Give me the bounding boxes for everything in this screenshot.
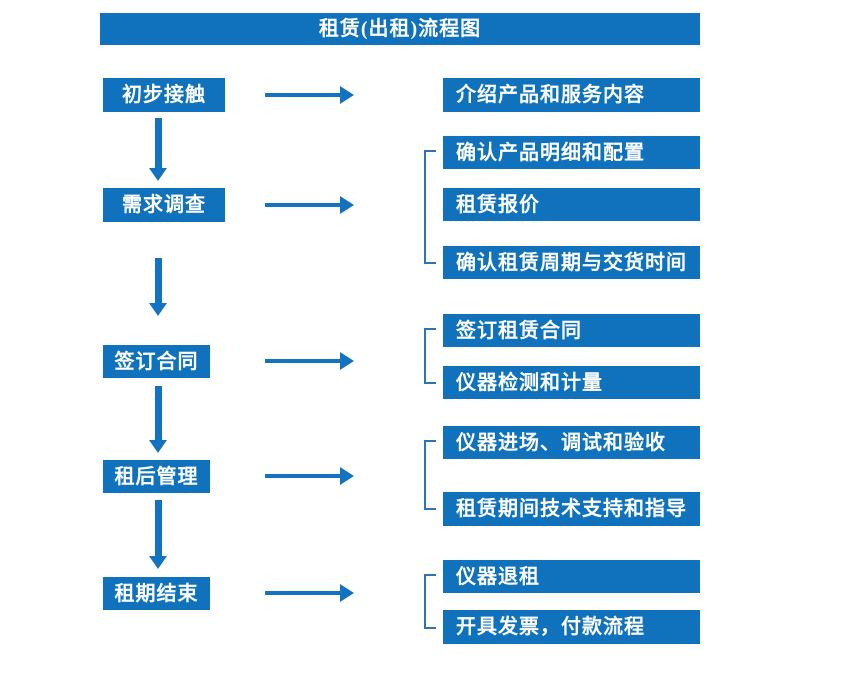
step-demand-survey: 需求调查 (103, 188, 225, 222)
down-arrow-icon (149, 500, 167, 569)
right-arrow-icon (265, 86, 354, 104)
detail-box: 租赁报价 (443, 188, 700, 221)
flowchart-title: 租赁(出租)流程图 (100, 13, 700, 45)
step-sign-contract: 签订合同 (103, 345, 210, 378)
bracket-connector (424, 328, 436, 384)
detail-box: 介绍产品和服务内容 (443, 78, 700, 112)
right-arrow-icon (265, 584, 354, 602)
detail-box: 开具发票，付款流程 (443, 610, 700, 644)
step-post-rental-management: 租后管理 (103, 460, 210, 493)
detail-box: 仪器检测和计量 (443, 366, 700, 399)
right-arrow-icon (265, 352, 354, 370)
detail-box: 签订租赁合同 (443, 314, 700, 347)
detail-box: 租赁期间技术支持和指导 (443, 492, 700, 526)
bracket-connector (424, 440, 436, 510)
step-rental-end: 租期结束 (103, 577, 210, 610)
down-arrow-icon (149, 258, 167, 316)
bracket-connector (424, 150, 436, 264)
detail-box: 确认产品明细和配置 (443, 136, 700, 169)
detail-box: 仪器退租 (443, 560, 700, 593)
right-arrow-icon (265, 467, 354, 485)
right-arrow-icon (265, 196, 354, 214)
down-arrow-icon (149, 118, 167, 181)
detail-box: 确认租赁周期与交货时间 (443, 246, 700, 279)
detail-box: 仪器进场、调试和验收 (443, 426, 700, 459)
bracket-connector (424, 574, 436, 629)
down-arrow-icon (149, 386, 167, 453)
step-initial-contact: 初步接触 (103, 78, 225, 112)
